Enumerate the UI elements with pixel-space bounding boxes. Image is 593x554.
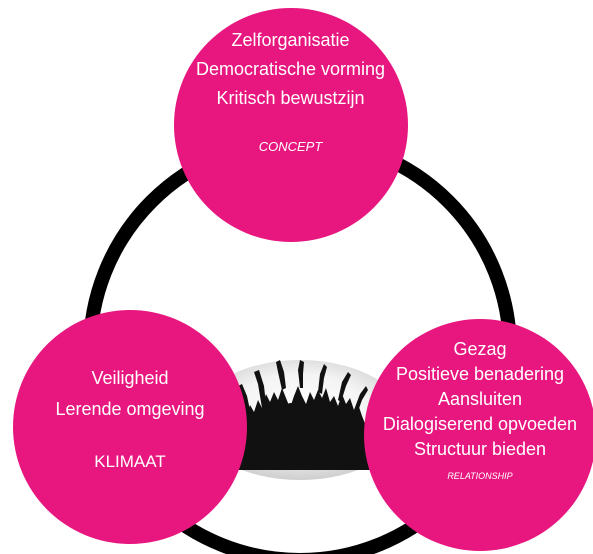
- klimaat-text-block: Veiligheid Lerende omgeving KLIMAAT: [30, 368, 230, 472]
- concept-item: Kritisch bewustzijn: [216, 88, 365, 108]
- klimaat-item: Lerende omgeving: [55, 399, 205, 419]
- concept-label: CONCEPT: [258, 139, 323, 154]
- relationship-label: RELATIONSHIP: [447, 471, 513, 481]
- concept-text-block: Zelforganisatie Democratische vorming Kr…: [183, 30, 398, 154]
- relationship-item: Positieve benadering: [395, 364, 565, 384]
- relationship-circle: [364, 319, 593, 551]
- klimaat-label: KLIMAAT: [94, 452, 166, 471]
- klimaat-item: Veiligheid: [91, 368, 169, 388]
- relationship-text-block: Gezag Positieve benadering Aansluiten Di…: [380, 340, 580, 481]
- klimaat-circle: [13, 310, 247, 544]
- relationship-item: Gezag: [453, 339, 507, 359]
- crowd-silhouette-icon: [232, 360, 372, 470]
- concept-item: Democratische vorming: [195, 59, 386, 79]
- relationship-item: Aansluiten: [437, 389, 523, 409]
- relationship-item: Structuur bieden: [413, 439, 547, 459]
- concept-item: Zelforganisatie: [231, 30, 350, 50]
- relationship-item: Dialogiserend opvoeden: [382, 414, 578, 434]
- concept-circle: [174, 8, 408, 242]
